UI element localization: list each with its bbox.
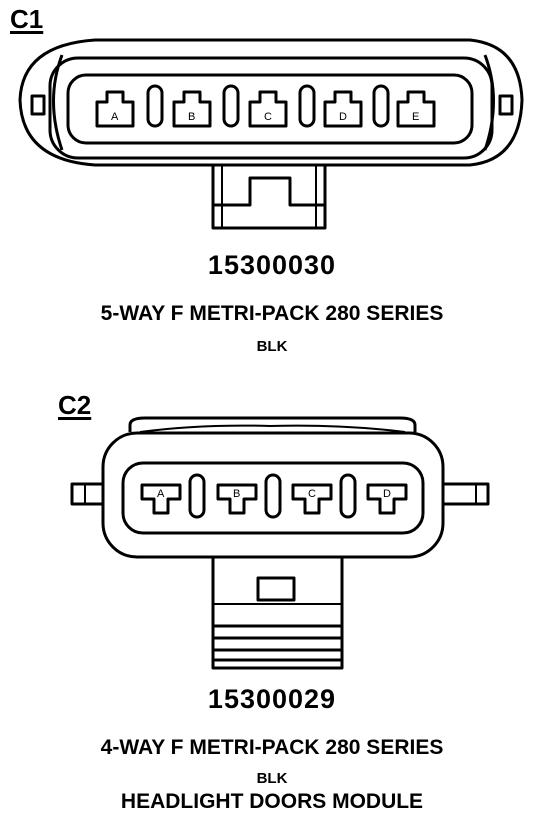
c1-latch	[211, 165, 327, 230]
c1-cavity-window	[66, 73, 474, 145]
c1-pin-cavity	[323, 90, 363, 128]
c1-pin-separator	[146, 84, 164, 128]
c1-pin-separator	[372, 84, 390, 128]
connector-c2-color: BLK	[256, 770, 288, 787]
c2-pins	[140, 473, 408, 519]
c1-pin-label: D	[339, 111, 347, 123]
c2-top-ridge	[128, 416, 417, 432]
c1-pins	[95, 84, 436, 128]
connector-c2-part-number: 15300029	[207, 684, 337, 714]
connector-c2-description: 4-WAY F METRI-PACK 280 SERIES	[100, 736, 444, 759]
c2-pin-cavity	[216, 483, 258, 515]
c1-pin-separator	[222, 84, 240, 128]
c1-pin-label: A	[111, 111, 119, 123]
c1-outer-shell	[18, 38, 524, 167]
connector-c1-id: C1	[10, 4, 44, 34]
c1-pin-label: C	[264, 111, 272, 123]
c1-inner-housing	[48, 56, 494, 160]
c2-outer-housing	[101, 431, 445, 559]
c1-pin-cavity	[248, 90, 288, 128]
connector-c2-component: HEADLIGHT DOORS MODULE	[120, 790, 424, 813]
connector-c2-drawing	[70, 416, 490, 670]
c1-right-tab	[498, 94, 514, 116]
c2-pin-label: D	[383, 488, 391, 500]
connector-c1-part-number: 15300030	[207, 250, 337, 280]
connector-c1-color: BLK	[256, 338, 288, 355]
c2-pin-separator	[339, 473, 357, 519]
c2-pin-label: A	[157, 488, 165, 500]
c1-pin-label: B	[188, 111, 195, 123]
connector-c2-id: C2	[58, 390, 92, 420]
c1-pin-label: E	[412, 111, 419, 123]
c2-pin-separator	[188, 473, 206, 519]
c2-left-tab	[70, 482, 103, 506]
c1-left-tab	[30, 94, 46, 116]
c1-pin-cavity	[396, 90, 436, 128]
c2-latch	[211, 557, 344, 670]
c2-pin-cavity	[366, 483, 408, 515]
c2-right-tab	[443, 482, 490, 506]
c2-pin-cavity	[291, 483, 333, 515]
c2-pin-separator	[264, 473, 282, 519]
connector-c1-description: 5-WAY F METRI-PACK 280 SERIES	[100, 302, 444, 325]
c2-pin-label: C	[308, 488, 316, 500]
connector-c1-drawing	[18, 38, 524, 230]
c1-pin-cavity	[172, 90, 212, 128]
c2-cavity-window	[121, 461, 425, 535]
c1-pin-cavity	[95, 90, 135, 128]
c2-pin-label: B	[233, 488, 240, 500]
c2-pin-cavity	[140, 483, 182, 515]
c1-pin-separator	[298, 84, 316, 128]
